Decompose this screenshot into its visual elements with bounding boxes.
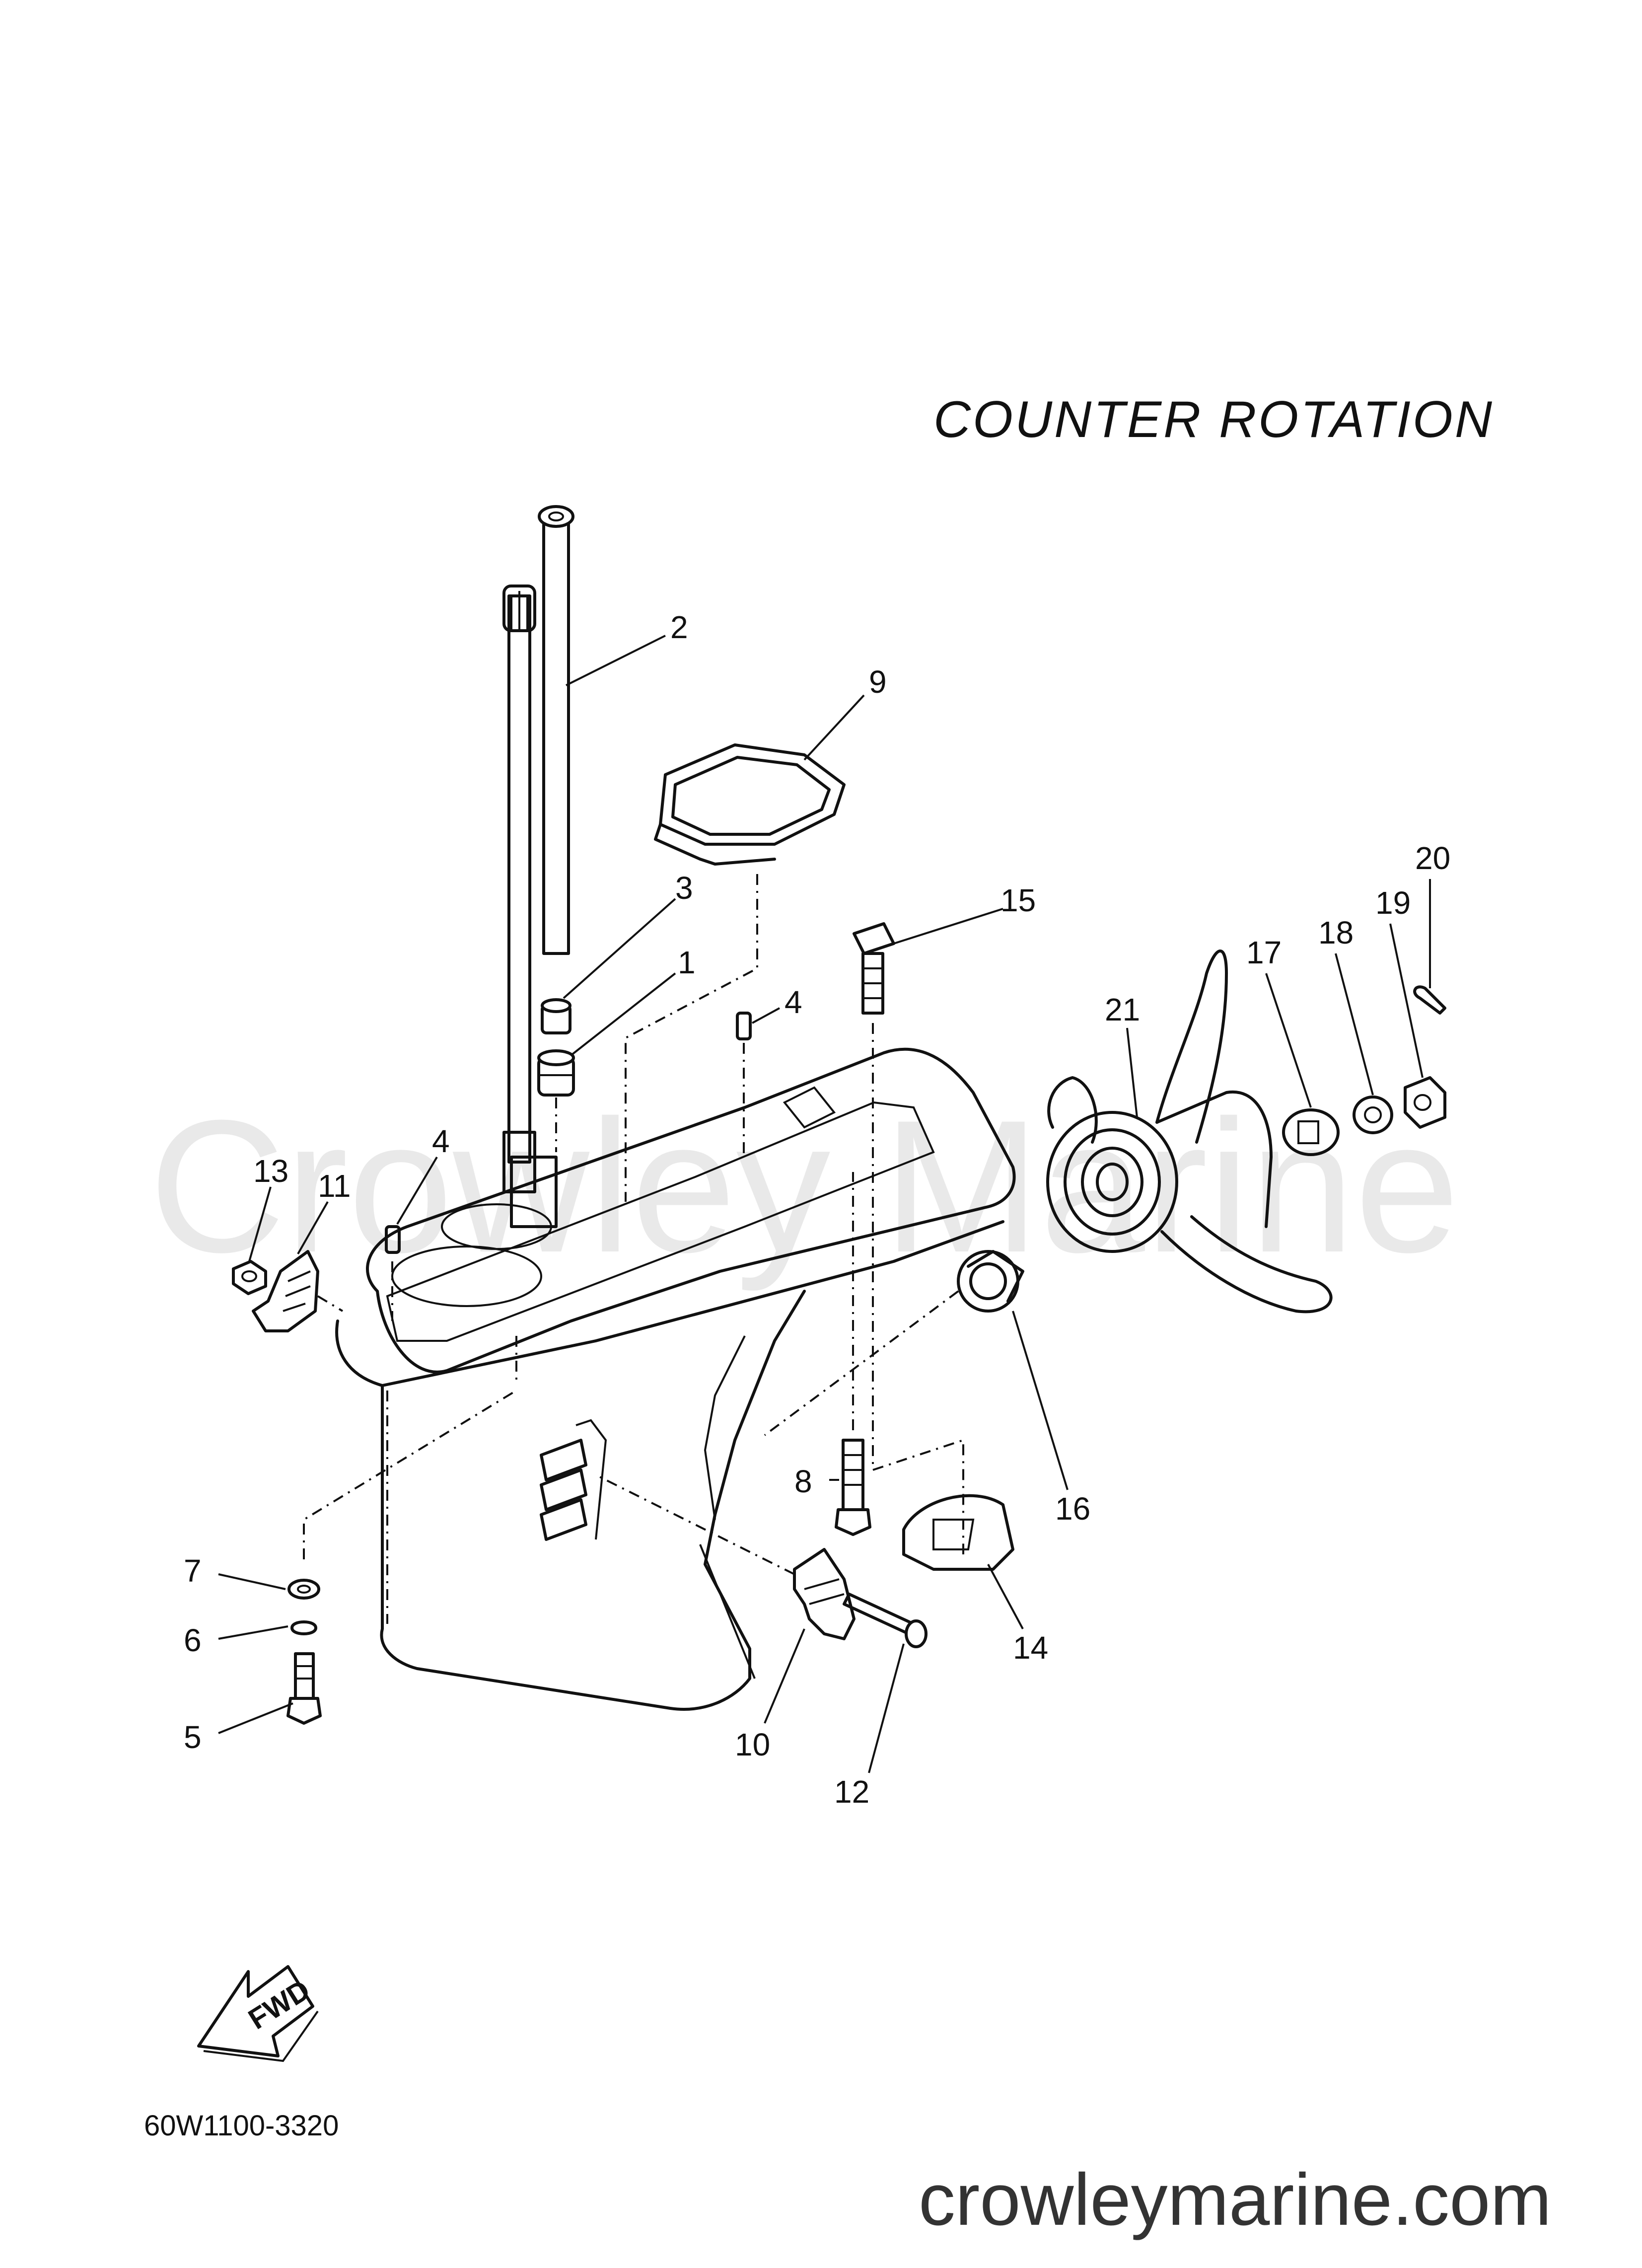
footer-url: crowleymarine.com bbox=[919, 2159, 1552, 2241]
lock-washer-6 bbox=[290, 1620, 317, 1635]
washer-18 bbox=[1353, 1096, 1393, 1134]
leader-lines bbox=[218, 635, 1431, 1773]
callout-17: 17 bbox=[1246, 935, 1282, 970]
drive-shaft bbox=[502, 585, 536, 1193]
bolt-5 bbox=[286, 1652, 322, 1725]
screw-12 bbox=[843, 1593, 928, 1648]
fwd-label: FWD bbox=[243, 1974, 315, 2036]
callout-2: 2 bbox=[670, 609, 688, 645]
bushing-3 bbox=[541, 998, 571, 1034]
bolt-15 bbox=[853, 922, 895, 1015]
callout-labels: 1 2 3 4 4 5 6 7 8 9 10 11 12 13 14 15 16… bbox=[184, 609, 1450, 1810]
callout-8: 8 bbox=[794, 1463, 812, 1499]
callout-16: 16 bbox=[1055, 1491, 1090, 1527]
spacer-17 bbox=[1282, 1108, 1340, 1156]
guide-line-anode10 bbox=[595, 1474, 795, 1575]
anode-11 bbox=[252, 1250, 319, 1332]
callout-10: 10 bbox=[735, 1727, 770, 1762]
callout-5: 5 bbox=[184, 1719, 202, 1755]
callout-9: 9 bbox=[869, 664, 887, 700]
seal-1 bbox=[537, 1049, 575, 1097]
callout-21: 21 bbox=[1105, 992, 1140, 1027]
callout-4-left: 4 bbox=[432, 1123, 450, 1159]
propeller-21 bbox=[1046, 950, 1333, 1314]
callout-6: 6 bbox=[184, 1622, 202, 1658]
anode-14 bbox=[902, 1494, 1014, 1571]
callout-13: 13 bbox=[253, 1153, 288, 1189]
washer-7 bbox=[287, 1579, 320, 1600]
guide-line-anode11 bbox=[317, 1295, 344, 1312]
bolt-8 bbox=[835, 1439, 871, 1536]
callout-4-right: 4 bbox=[785, 984, 802, 1020]
watermark-text: Crowley Marine bbox=[149, 1081, 1460, 1293]
callout-11: 11 bbox=[318, 1168, 351, 1204]
guide-line-bolt5 bbox=[303, 1390, 517, 1559]
castle-nut-19 bbox=[1404, 1076, 1446, 1129]
callout-18: 18 bbox=[1318, 915, 1354, 951]
diagram-title: COUNTER ROTATION bbox=[933, 391, 1494, 448]
callout-15: 15 bbox=[1000, 882, 1036, 918]
callout-20: 20 bbox=[1415, 840, 1450, 876]
callout-3: 3 bbox=[675, 870, 693, 906]
callout-7: 7 bbox=[184, 1553, 202, 1589]
thrust-bushing-16 bbox=[957, 1250, 1024, 1313]
diagram-code: 60W1100-3320 bbox=[144, 2110, 339, 2142]
shift-rod-2 bbox=[538, 505, 574, 955]
gasket-9 bbox=[654, 743, 846, 866]
callout-19: 19 bbox=[1375, 885, 1411, 921]
callout-14: 14 bbox=[1013, 1630, 1048, 1666]
nut-13 bbox=[232, 1260, 267, 1295]
dowel-pin-4-left bbox=[385, 1225, 401, 1254]
callout-1: 1 bbox=[678, 945, 696, 980]
lower-case-housing bbox=[335, 1047, 1016, 1711]
guide-line-gasket bbox=[625, 874, 758, 1202]
cotter-pin-20 bbox=[1413, 985, 1446, 1015]
fwd-arrow-icon: FWD bbox=[197, 1965, 319, 2062]
dowel-pin-4-right bbox=[736, 1012, 752, 1040]
anode-10 bbox=[793, 1548, 856, 1640]
guide-line-bushing16 bbox=[764, 1290, 959, 1436]
callout-12: 12 bbox=[834, 1774, 869, 1810]
